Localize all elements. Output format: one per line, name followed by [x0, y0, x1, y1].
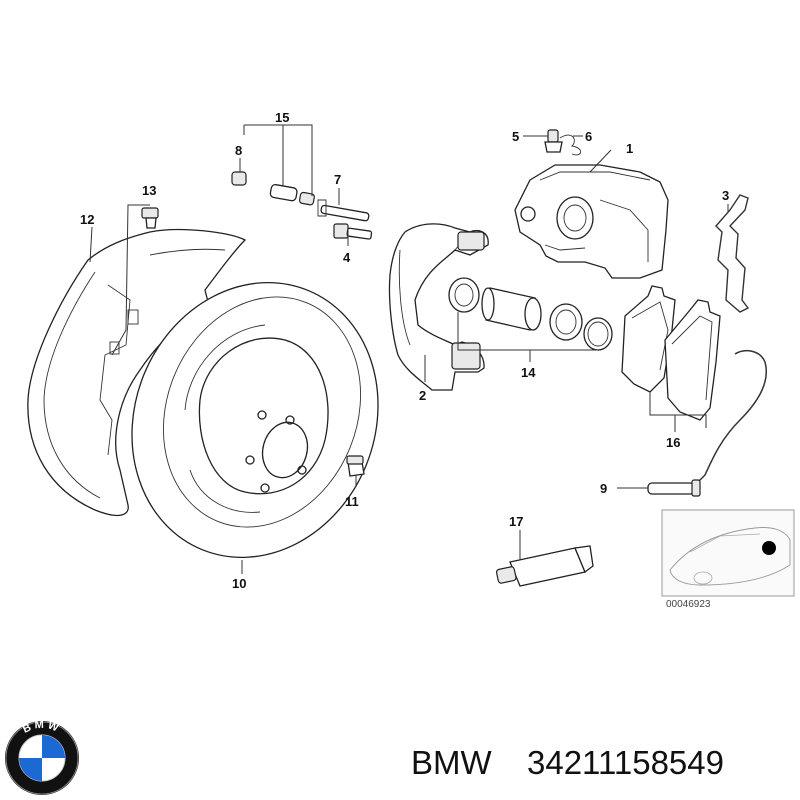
shield-bolt-part[interactable]	[141, 207, 159, 229]
piston-kit-part[interactable]	[448, 277, 613, 351]
callout-14: 14	[521, 365, 536, 380]
caliper-housing-part[interactable]	[514, 164, 669, 279]
anti-rattle-spring-part[interactable]	[715, 194, 750, 313]
callout-3: 3	[722, 188, 729, 203]
callout-13: 13	[142, 183, 156, 198]
callout-11: 11	[345, 494, 359, 509]
dust-shield-part[interactable]	[27, 228, 247, 517]
callout-12: 12	[80, 212, 94, 227]
callout-8: 8	[235, 143, 242, 158]
callout-2: 2	[419, 388, 426, 403]
guide-bush-cap-part[interactable]	[231, 171, 247, 186]
bleeder-valve-part[interactable]	[544, 129, 582, 156]
callout-1: 1	[626, 141, 633, 156]
svg-text:BMW: BMW	[21, 719, 63, 736]
guide-bushing-part[interactable]	[269, 183, 315, 206]
grease-tube-part[interactable]	[495, 545, 594, 587]
callout-15: 15	[275, 110, 289, 125]
callout-17: 17	[509, 514, 523, 529]
callout-6: 6	[585, 129, 592, 144]
brand-name: BMW	[411, 744, 493, 781]
callout-9: 9	[600, 481, 607, 496]
guide-pin-part[interactable]	[317, 199, 370, 222]
part-number: 34211158549	[527, 744, 724, 781]
hex-bolt-part[interactable]	[333, 223, 373, 240]
disc-screw-part[interactable]	[346, 455, 365, 477]
callout-5: 5	[512, 129, 519, 144]
callout-4: 4	[343, 250, 351, 265]
callout-7: 7	[334, 172, 341, 187]
brake-pad-set-part[interactable]	[621, 285, 721, 421]
bmw-logo: BMW	[5, 719, 79, 795]
brake-disc-part[interactable]	[91, 245, 418, 595]
leader-lines	[89, 124, 729, 574]
vehicle-location-thumbnail	[661, 509, 795, 597]
callout-16: 16	[666, 435, 680, 450]
location-marker-dot	[762, 541, 776, 555]
callout-10: 10	[232, 576, 246, 591]
reference-number: 00046923	[666, 599, 711, 610]
